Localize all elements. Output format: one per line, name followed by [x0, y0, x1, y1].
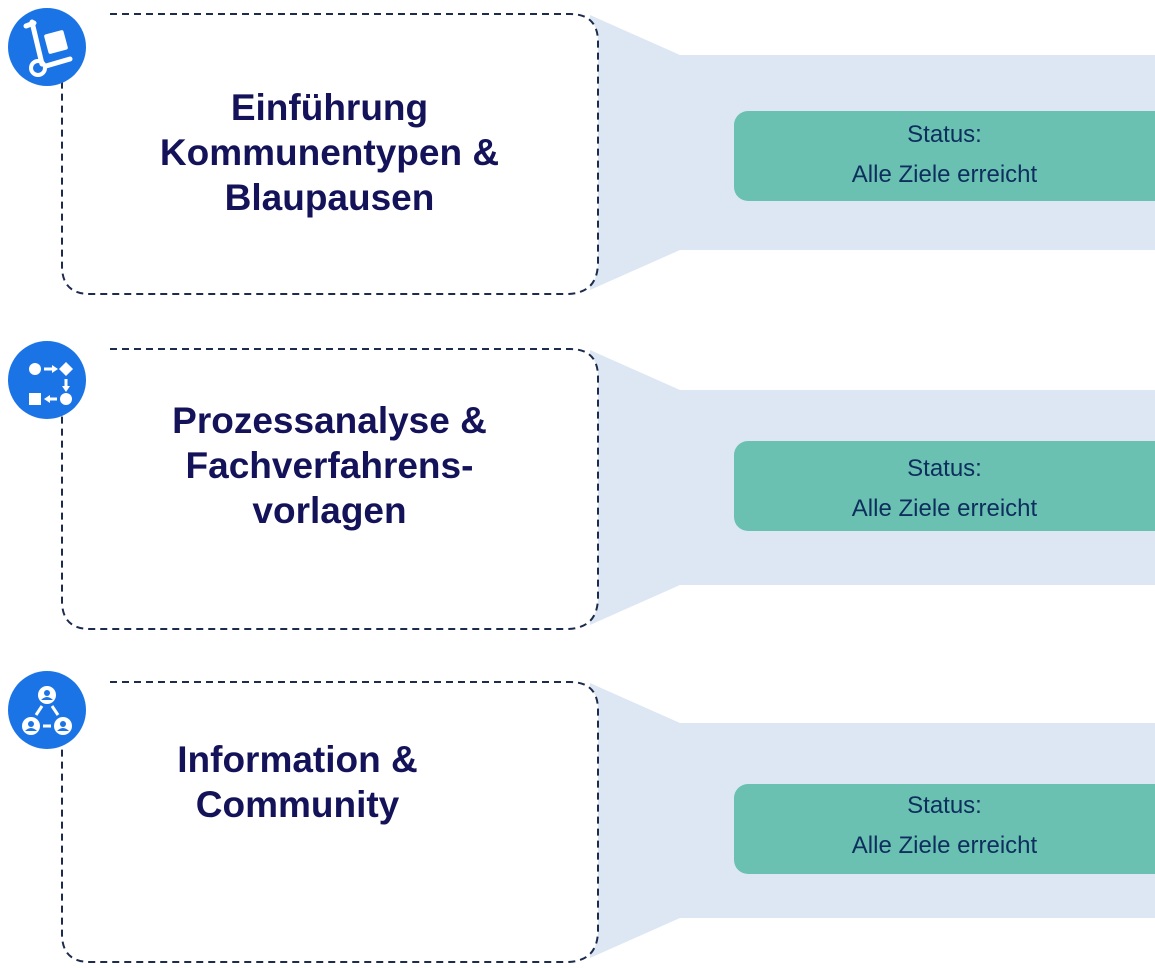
status-label: Status: [907, 121, 982, 148]
community-network-icon [8, 671, 86, 749]
status-label: Status: [907, 792, 982, 819]
workstream-title: Prozessanalyse & Fachverfahrens- vorlage… [172, 400, 487, 531]
workstream-row-1: Einführung Kommunentypen & Blaupausen St… [0, 0, 1155, 300]
status-badge [734, 441, 1155, 531]
status-badge [734, 111, 1155, 201]
status-value: Alle Ziele erreicht [851, 495, 1038, 522]
status-value: Alle Ziele erreicht [851, 832, 1038, 859]
status-value: Alle Ziele erreicht [851, 161, 1038, 188]
workstream-row-2: Prozessanalyse & Fachverfahrens- vorlage… [0, 335, 1155, 635]
workstream-row-3: Information & Community Status: Alle Zie… [0, 668, 1155, 968]
workstream-title: Einführung Kommunentypen & Blaupausen [159, 87, 500, 218]
process-flow-icon [8, 341, 86, 419]
connector-panel [61, 348, 1155, 630]
status-label: Status: [907, 455, 982, 482]
status-badge [734, 784, 1155, 874]
workstream-title: Information & Community [177, 739, 418, 825]
hand-truck-icon [8, 8, 86, 86]
